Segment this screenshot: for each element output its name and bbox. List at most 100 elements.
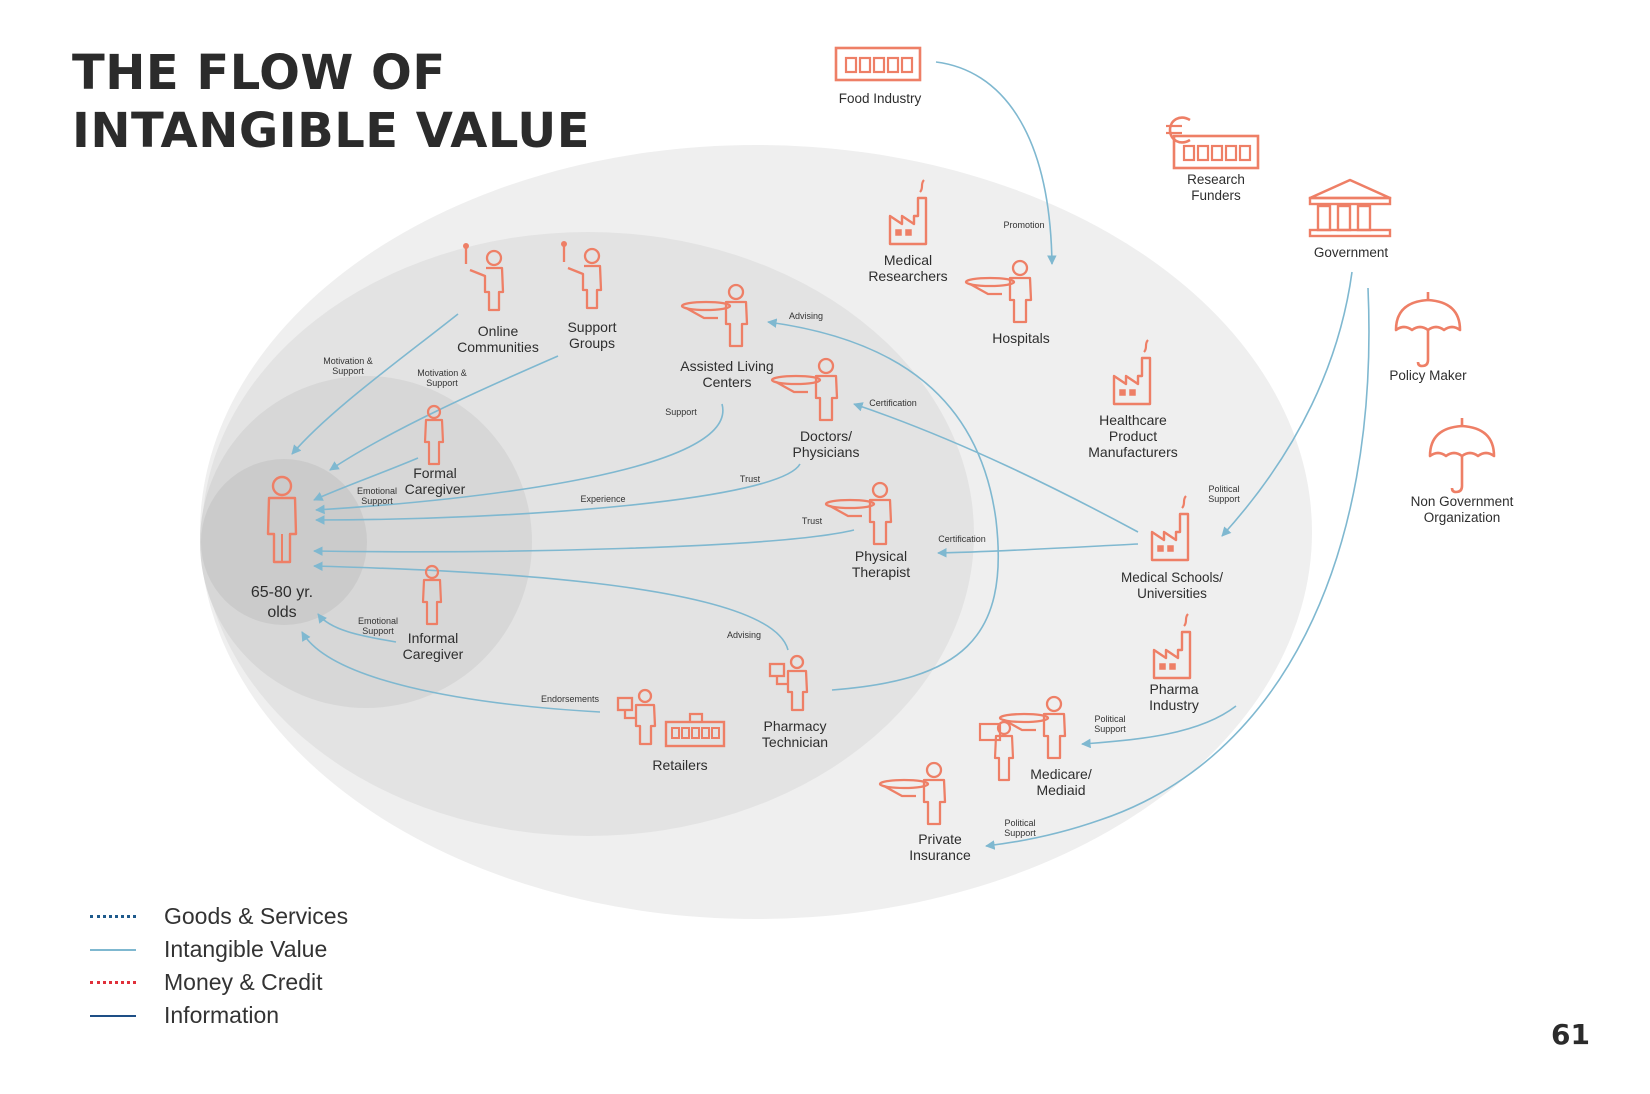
flow-label-pharmacy-to-assisted: Advising (789, 311, 823, 321)
node-label-policy: Policy Maker (1389, 368, 1467, 383)
information-line-icon (90, 1014, 136, 1017)
page-title: THE FLOW OF INTANGIBLE VALUE (72, 44, 590, 160)
umbrella-icon (1394, 290, 1462, 368)
node-label-retailers: Retailers (652, 757, 707, 773)
node-label-schools: Universities (1137, 586, 1207, 601)
goods-line-icon (90, 915, 136, 918)
node-label-elder: olds (267, 604, 296, 621)
node-label-online: Online (478, 323, 519, 339)
node-label-researchers: Researchers (868, 268, 947, 284)
flow-label-formal-to-elder: Emotional (357, 486, 397, 496)
node-label-therapist: Therapist (852, 564, 910, 580)
legend-label-information: Information (164, 1002, 280, 1028)
node-label-informal: Caregiver (403, 646, 464, 662)
flow-label-informal-to-elder: Emotional (358, 616, 398, 626)
node-label-funders: Research (1187, 172, 1245, 187)
node-hospitals: Hospitals (964, 259, 1050, 346)
node-label-schools: Medical Schools/ (1121, 570, 1223, 585)
legend-item-goods: Goods & Services (90, 900, 348, 933)
node-doctors: Doctors/Physicians (770, 357, 860, 460)
flow-label-government-to-schools: Support (1208, 494, 1240, 504)
node-label-medicare: Mediaid (1036, 782, 1085, 798)
flow-arrow-schools-to-doctors (853, 402, 1139, 533)
flow-label-doctors-to-elder: Trust (740, 474, 761, 484)
legend-item-money: Money & Credit (90, 966, 348, 999)
node-label-informal: Informal (408, 630, 459, 646)
flow-label-online-to-elder: Support (332, 366, 364, 376)
node-label-manufacturers: Healthcare (1099, 412, 1167, 428)
flow-label-informal-to-elder: Support (362, 626, 394, 636)
flow-label-pharmacy-to-elder: Advising (727, 630, 761, 640)
node-label-formal: Caregiver (405, 481, 466, 497)
intangible-line-icon (90, 948, 136, 951)
flow-arrow-government-to-schools (1221, 271, 1353, 537)
node-label-insurance: Private (918, 831, 962, 847)
flow-arrow-schools-to-therapist (937, 543, 1139, 558)
node-label-doctors: Physicians (793, 444, 860, 460)
node-government: Government (1308, 178, 1392, 260)
flow-arrows (291, 61, 1370, 850)
flow-label-support-to-elder: Motivation & (417, 368, 467, 378)
node-label-formal: Formal (413, 465, 457, 481)
node-retailers: Retailers (616, 688, 726, 773)
flow-arrow-doctors-to-elder (315, 463, 801, 525)
flow-arrow-retailers-to-elder (301, 631, 601, 713)
flow-arrow-online-to-elder (291, 313, 459, 455)
flow-arrow-informal-to-elder (317, 613, 397, 643)
flow-label-retailers-to-elder: Endorsements (541, 694, 600, 704)
node-label-government: Government (1314, 245, 1389, 260)
flow-label-government-to-insurance: Support (1004, 828, 1036, 838)
legend-label-goods: Goods & Services (164, 903, 349, 929)
umbrella-icon (1428, 416, 1496, 494)
flow-arrow-pharmacy-to-elder (313, 561, 789, 651)
flow-arrow-pharmacy-to-assisted (767, 318, 1000, 691)
node-label-pharmacy: Technician (762, 734, 828, 750)
stakeholder-nodes: 65-80 yr.oldsOnlineCommunitiesSupportGro… (251, 46, 1514, 863)
node-schools: Medical Schools/Universities (1121, 494, 1223, 601)
node-policy: Policy Maker (1389, 290, 1467, 383)
node-label-doctors: Doctors/ (800, 428, 852, 444)
flow-label-online-to-elder: Motivation & (323, 356, 373, 366)
flow-label-schools-to-doctors: Certification (869, 398, 917, 408)
node-label-ngo: Non Government (1411, 494, 1514, 509)
node-label-elder: 65-80 yr. (251, 584, 313, 601)
node-label-researchers: Medical (884, 252, 932, 268)
flow-label-doctors-to-elder: Experience (580, 494, 625, 504)
node-elder: 65-80 yr. olds (251, 475, 313, 621)
flow-label-government-to-medicare: Support (1094, 724, 1126, 734)
flow-label-support-to-elder: Support (426, 378, 458, 388)
flow-arrow-government-to-insurance (985, 287, 1370, 850)
node-label-funders: Funders (1191, 188, 1241, 203)
shop-icon (616, 688, 726, 748)
title-line-1: THE FLOW OF (72, 45, 446, 101)
factory-row-icon (834, 46, 922, 82)
flow-arrow-support-to-elder (329, 355, 559, 471)
legend-item-information: Information (90, 999, 348, 1032)
money-line-icon (90, 981, 136, 984)
flow-arrow-formal-to-elder (313, 457, 419, 501)
node-label-ngo: Organization (1424, 510, 1501, 525)
flow-label-schools-to-therapist: Certification (938, 534, 986, 544)
node-label-pharma: Industry (1149, 697, 1199, 713)
flow-arrow-therapist-to-elder (313, 529, 855, 556)
node-label-manufacturers: Product (1109, 428, 1157, 444)
flow-label-food-to-hospitals: Promotion (1003, 220, 1044, 230)
flow-label-therapist-to-elder: Trust (802, 516, 823, 526)
node-label-support: Groups (569, 335, 615, 351)
node-label-pharma: Pharma (1149, 681, 1198, 697)
node-medicare: Medicare/Mediaid (978, 695, 1092, 798)
flow-label-government-to-insurance: Political (1004, 818, 1035, 828)
flow-label-formal-to-elder: Support (361, 496, 393, 506)
